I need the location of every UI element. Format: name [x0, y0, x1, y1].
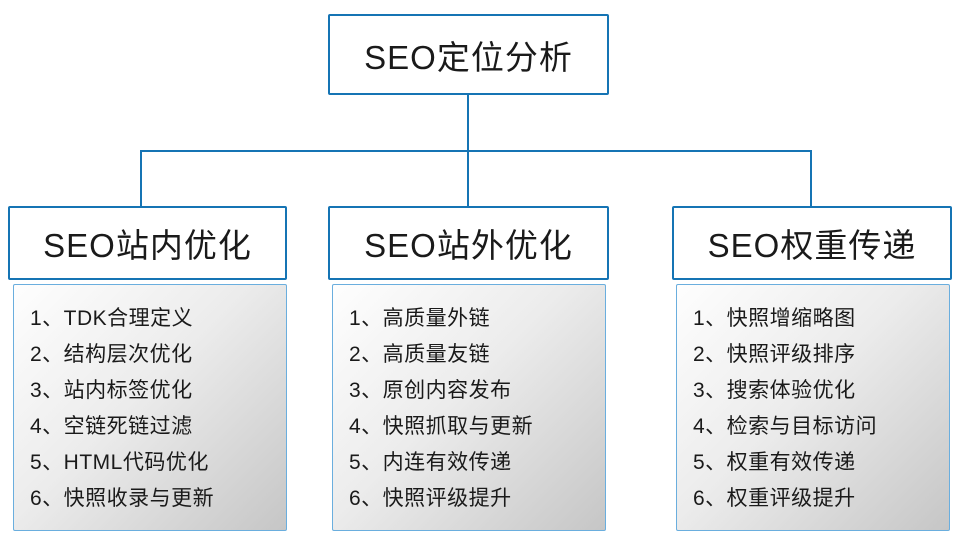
list-item: 5、HTML代码优化: [30, 451, 209, 474]
column-header-offsite: SEO站外优化: [328, 206, 609, 280]
connector-right-vertical: [810, 150, 812, 206]
list-item: 3、原创内容发布: [349, 379, 512, 402]
list-item: 4、快照抓取与更新: [349, 415, 534, 438]
column-list-weight: 1、快照增缩略图 2、快照评级排序 3、搜索体验优化 4、检索与目标访问 5、权…: [676, 284, 950, 531]
list-item: 2、高质量友链: [349, 343, 491, 366]
list-item: 3、站内标签优化: [30, 379, 193, 402]
column-title: SEO站内优化: [43, 227, 252, 264]
list-item: 2、结构层次优化: [30, 343, 193, 366]
column-list-offsite: 1、高质量外链 2、高质量友链 3、原创内容发布 4、快照抓取与更新 5、内连有…: [332, 284, 606, 531]
list-item: 1、高质量外链: [349, 307, 491, 330]
column-header-onsite: SEO站内优化: [8, 206, 287, 280]
list-item: 6、快照评级提升: [349, 487, 512, 510]
root-node: SEO定位分析: [328, 14, 609, 95]
item-list: 1、TDK合理定义 2、结构层次优化 3、站内标签优化 4、空链死链过滤 5、H…: [14, 285, 286, 517]
list-item: 3、搜索体验优化: [693, 379, 856, 402]
list-item: 6、快照收录与更新: [30, 487, 215, 510]
column-title: SEO权重传递: [707, 227, 917, 264]
list-item: 6、权重评级提升: [693, 487, 856, 510]
list-item: 1、快照增缩略图: [693, 307, 856, 330]
column-header-weight: SEO权重传递: [672, 206, 952, 280]
connector-horizontal: [140, 150, 811, 152]
root-title: SEO定位分析: [364, 38, 573, 76]
connector-left-vertical: [140, 150, 142, 206]
item-list: 1、快照增缩略图 2、快照评级排序 3、搜索体验优化 4、检索与目标访问 5、权…: [677, 285, 949, 517]
list-item: 4、空链死链过滤: [30, 415, 193, 438]
list-item: 4、检索与目标访问: [693, 415, 878, 438]
list-item: 5、内连有效传递: [349, 451, 512, 474]
list-item: 1、TDK合理定义: [30, 307, 194, 330]
column-title: SEO站外优化: [364, 227, 573, 264]
list-item: 5、权重有效传递: [693, 451, 856, 474]
list-item: 2、快照评级排序: [693, 343, 856, 366]
column-list-onsite: 1、TDK合理定义 2、结构层次优化 3、站内标签优化 4、空链死链过滤 5、H…: [13, 284, 287, 531]
item-list: 1、高质量外链 2、高质量友链 3、原创内容发布 4、快照抓取与更新 5、内连有…: [333, 285, 605, 517]
